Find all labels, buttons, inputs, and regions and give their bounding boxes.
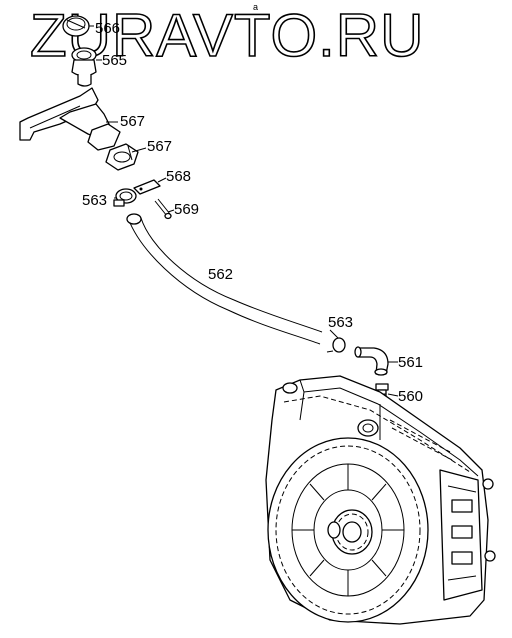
part-567-clamp bbox=[105, 143, 139, 171]
callout-569: 569 bbox=[174, 201, 199, 218]
callout-565: 565 bbox=[102, 52, 127, 69]
top-mark: a bbox=[253, 2, 258, 12]
part-568-strap bbox=[133, 179, 161, 195]
part-565-filler-neck bbox=[71, 47, 97, 87]
part-563-clip-lower bbox=[326, 337, 346, 353]
callout-562: 562 bbox=[208, 266, 233, 283]
callout-568: 568 bbox=[166, 168, 191, 185]
callout-563-upper: 563 bbox=[82, 192, 107, 209]
part-569-screw bbox=[154, 198, 172, 220]
part-563-clip-upper bbox=[113, 188, 137, 207]
callout-561: 561 bbox=[398, 354, 423, 371]
callout-560: 560 bbox=[398, 388, 423, 405]
callout-567-lower: 567 bbox=[147, 138, 172, 155]
callout-566: 566 bbox=[95, 20, 120, 37]
part-567-bracket bbox=[19, 87, 121, 151]
part-562-hose bbox=[126, 213, 323, 345]
callout-563-lower: 563 bbox=[328, 314, 353, 331]
part-566-cap bbox=[62, 15, 90, 37]
splined-hub bbox=[327, 509, 373, 555]
callout-567-upper: 567 bbox=[120, 113, 145, 130]
leader-lines bbox=[89, 25, 399, 397]
part-561-elbow bbox=[354, 346, 389, 376]
